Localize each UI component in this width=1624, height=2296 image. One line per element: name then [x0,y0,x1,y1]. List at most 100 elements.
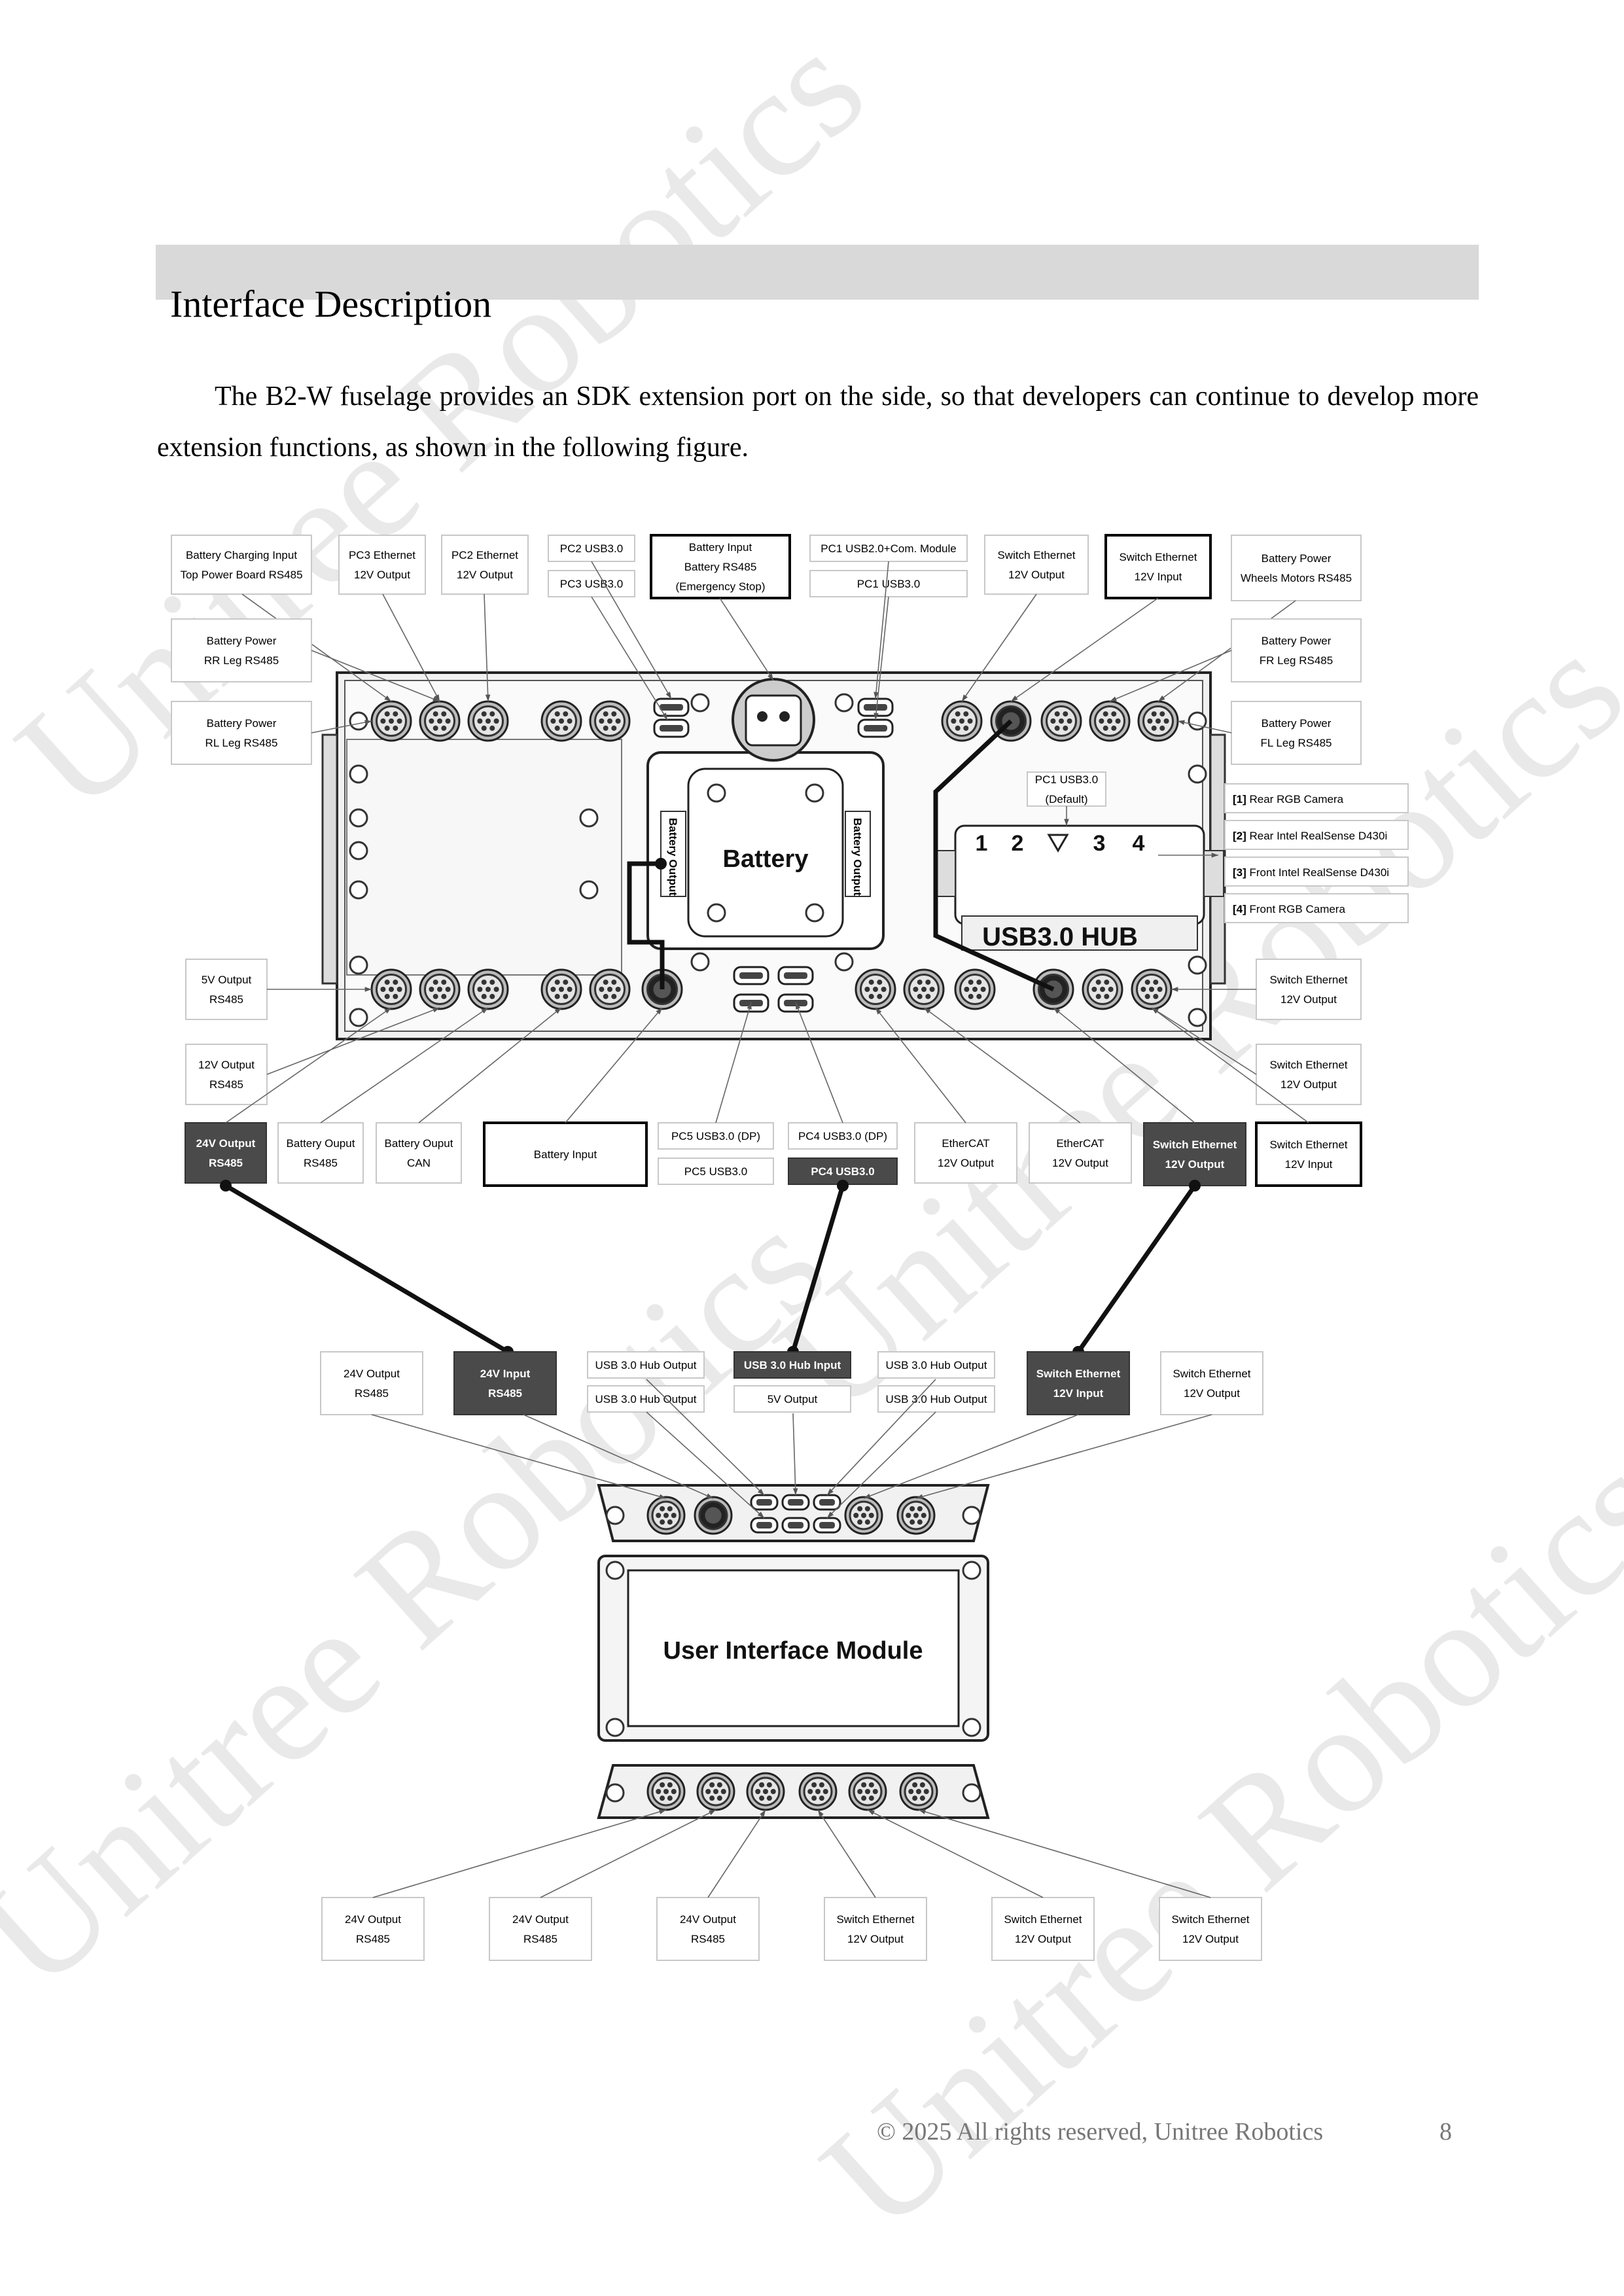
arrowhead [875,1008,882,1015]
arrowhead [796,1002,801,1010]
port-connector [540,700,582,742]
port-label-text: Battery Ouput [385,1137,453,1150]
port-label-text: CAN [407,1157,431,1169]
port-label-text: Wheels Motors RS485 [1241,572,1352,584]
port-label-text: 12V Output [1052,1157,1108,1169]
arrowhead [916,1494,923,1499]
port-label-text: RR Leg RS485 [204,654,279,667]
screw-hole [1188,711,1207,731]
screw-hole [1188,764,1207,784]
screw-hole [349,880,368,900]
connector-line [372,1809,667,1898]
port-label-text: 24V Output [512,1913,569,1926]
screw-hole [605,1561,625,1580]
port-connector [746,1772,785,1811]
arrowhead [434,694,440,701]
arrowhead [827,1488,834,1495]
port-label-text: Switch Ethernet [1004,1913,1082,1926]
port-label-text: Top Power Board RS485 [180,569,302,581]
connector-line [484,593,489,702]
port-connector [467,700,509,742]
connector-line [915,1414,1212,1499]
camera-legend-item [1224,783,1409,813]
port-label-text: Battery Charging Input [186,549,297,561]
arrowhead [1064,819,1069,826]
port-connector [370,700,412,742]
port-label-text: 12V Output [847,1933,904,1945]
port-label: PC2 USB3.0 [548,535,635,562]
connector-line [1157,600,1296,702]
port-label-text: PC4 USB3.0 [811,1165,874,1178]
port-label: PC5 USB3.0 [658,1157,774,1185]
paragraph-text: The B2-W fuselage provides an SDK extens… [157,381,1479,463]
port-label-text: Battery RS485 [684,561,757,573]
arrowhead [364,720,372,725]
port-label-text: 12V Output [1184,1387,1240,1400]
screw-hole [605,1783,625,1803]
port-label: Switch Ethernet 12V Output [991,1897,1095,1961]
connector-line [1053,1007,1195,1123]
camera-legend-item [1224,893,1409,923]
connector-line [707,1809,766,1898]
connector-line [591,596,668,720]
hub-port-number: 2 [1012,831,1024,856]
arrowhead [924,1008,931,1014]
port-label-text: 12V Output [457,569,513,581]
connector-line [792,1413,796,1496]
port-connector [896,1496,936,1535]
connector-line [382,593,440,702]
connector-line [719,597,774,681]
port-label-text: PC2 USB3.0 [560,542,623,555]
arrowhead [874,713,879,720]
hub-port-number: 1 [976,831,988,856]
port-connector [646,1772,686,1811]
connector-line [923,1007,1081,1123]
port-label-text: 24V Output [345,1913,401,1926]
port-label-text: EtherCAT [1056,1137,1104,1150]
port-connector [844,1496,883,1535]
page-number: 8 [1439,2118,1452,2146]
port-label-text: 12V Output [1280,1078,1337,1091]
port-label-text: 24V Output [344,1368,400,1380]
arrowhead [662,713,667,720]
link-usb [790,1184,845,1353]
port-label-text: RL Leg RS485 [205,737,278,749]
port-connector [370,968,412,1010]
connector-line [523,1414,714,1499]
connector-line [826,1379,936,1496]
screw-hole [962,1506,981,1525]
arrowhead [656,1008,662,1015]
connector-line [1151,1007,1309,1123]
port-connector [1137,700,1179,742]
arrowhead [874,692,879,699]
connector-line [817,1809,876,1898]
screw-hole [1188,1008,1207,1027]
port-connector [899,1772,938,1811]
port-label: Battery Input [483,1122,648,1187]
port-connector [1089,700,1131,742]
port-label-text: Switch Ethernet [836,1913,914,1926]
screw-hole [834,693,854,713]
port-label-text: 12V Output [1015,1933,1071,1945]
connector-line [1151,1007,1257,1075]
connector-line [418,1007,562,1123]
port-label: Switch Ethernet 12V Output [824,1897,927,1961]
port-label-text: (Default) [1045,793,1087,805]
port-label-text: PC4 USB3.0 (DP) [798,1130,887,1142]
module-label: User Interface Module [663,1637,923,1665]
port-connector [1082,968,1123,1010]
battery-cable [627,861,665,989]
port-label-text: Switch Ethernet [1269,1139,1347,1151]
screw-hole [805,903,824,923]
port-connector [589,700,631,742]
port-label-text: EtherCAT [942,1137,989,1150]
module-top-strip [597,1484,990,1542]
